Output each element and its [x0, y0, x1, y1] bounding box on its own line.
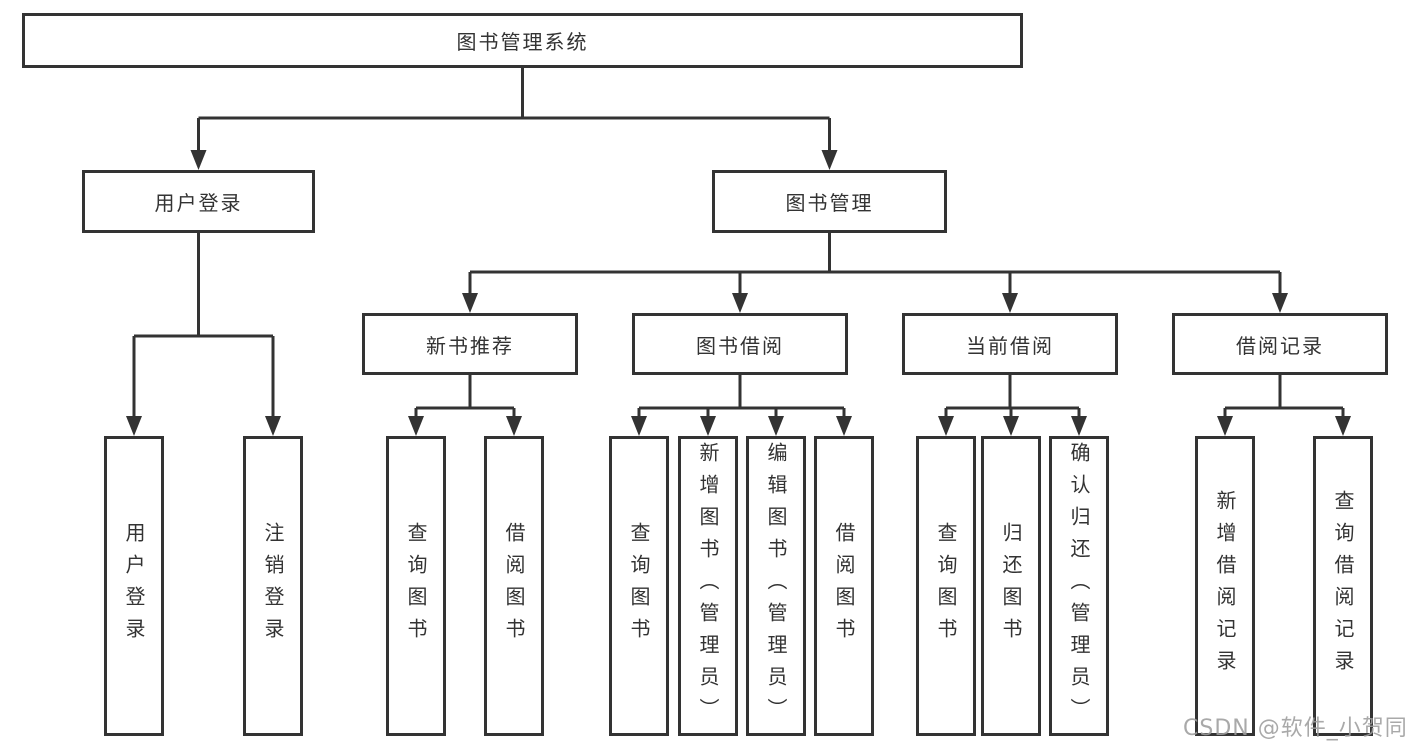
csdn-watermark: CSDN @软件_小贺同学 — [1183, 716, 1405, 741]
arrowheads — [126, 150, 1351, 436]
leaf-query-borrow-record: 查询借阅记录 — [1313, 436, 1373, 736]
leaf-add-book-admin: 新增图书（管理员） — [678, 436, 738, 736]
leaf-confirm-return-admin: 确认归还（管理员） — [1049, 436, 1109, 736]
node-borrow-records: 借阅记录 — [1172, 313, 1388, 375]
leaf-borrow-books: 借阅图书 — [814, 436, 874, 736]
leaf-logout: 注销登录 — [243, 436, 303, 736]
leaf-add-borrow-record: 新增借阅记录 — [1195, 436, 1255, 736]
node-new-book-recommend-label: 新书推荐 — [426, 333, 514, 358]
node-new-book-recommend: 新书推荐 — [362, 313, 578, 375]
node-book-management-label: 图书管理 — [785, 191, 874, 215]
leaf-user-login: 用户登录 — [104, 436, 164, 736]
leaf-borrow-books-recommend: 借阅图书 — [484, 436, 544, 736]
node-current-borrow-label: 当前借阅 — [966, 333, 1054, 358]
leaf-return-book-label: 归还图书 — [999, 522, 1023, 650]
leaf-query-books-borrow: 查询图书 — [609, 436, 669, 736]
leaf-edit-book-admin: 编辑图书（管理员） — [746, 436, 806, 736]
leaf-query-books-recommend-label: 查询图书 — [404, 522, 428, 650]
leaf-add-book-admin-label: 新增图书（管理员） — [696, 442, 720, 730]
leaf-confirm-return-admin-label: 确认归还（管理员） — [1067, 442, 1091, 730]
leaf-query-books-borrow-label: 查询图书 — [627, 522, 651, 650]
node-book-management: 图书管理 — [712, 170, 947, 233]
node-root: 图书管理系统 — [22, 13, 1023, 68]
leaf-query-borrow-record-label: 查询借阅记录 — [1331, 490, 1355, 682]
leaf-edit-book-admin-label: 编辑图书（管理员） — [764, 442, 788, 730]
leaf-return-book: 归还图书 — [981, 436, 1041, 736]
node-user-login: 用户登录 — [82, 170, 315, 233]
leaf-borrow-books-label: 借阅图书 — [832, 522, 856, 650]
node-user-login-label: 用户登录 — [154, 191, 243, 215]
node-current-borrow: 当前借阅 — [902, 313, 1118, 375]
node-book-borrow-label: 图书借阅 — [696, 333, 784, 358]
leaf-add-borrow-record-label: 新增借阅记录 — [1213, 490, 1237, 682]
leaf-logout-label: 注销登录 — [261, 522, 285, 650]
leaf-query-books-current: 查询图书 — [916, 436, 976, 736]
leaf-borrow-books-recommend-label: 借阅图书 — [502, 522, 526, 650]
node-borrow-records-label: 借阅记录 — [1236, 333, 1324, 358]
node-root-label: 图书管理系统 — [456, 30, 589, 54]
leaf-query-books-recommend: 查询图书 — [386, 436, 446, 736]
leaf-query-books-current-label: 查询图书 — [934, 522, 958, 650]
leaf-user-login-label: 用户登录 — [122, 522, 146, 650]
node-book-borrow: 图书借阅 — [632, 313, 848, 375]
